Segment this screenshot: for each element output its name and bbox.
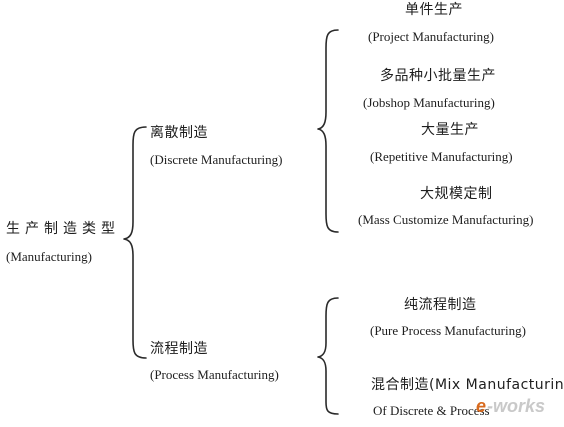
pure-process-label-zh: 纯流程制造 <box>404 297 477 313</box>
root-label-zh: 生产制造类型 <box>6 221 120 237</box>
discrete-label-zh: 离散制造 <box>150 125 208 141</box>
root-brace <box>123 126 147 359</box>
discrete-brace <box>317 29 339 233</box>
process-label-en: (Process Manufacturing) <box>150 367 279 382</box>
watermark-works: -works <box>487 396 545 416</box>
watermark-e: e <box>476 396 486 416</box>
process-label-zh: 流程制造 <box>150 341 208 357</box>
mix-label-line2: Of Discrete & Process <box>373 403 490 418</box>
eworks-watermark: e-works <box>476 396 545 416</box>
mass-customize-label-en: (Mass Customize Manufacturing) <box>358 212 534 227</box>
project-label-en: (Project Manufacturing) <box>368 29 494 44</box>
discrete-label-en: (Discrete Manufacturing) <box>150 152 283 167</box>
watermark-text: e-works <box>476 396 545 416</box>
process-brace <box>317 297 339 415</box>
jobshop-label-en: (Jobshop Manufacturing) <box>363 95 495 110</box>
repetitive-label-en: (Repetitive Manufacturing) <box>370 149 513 164</box>
mix-label-line1: 混合制造(Mix Manufacturing <box>371 377 564 393</box>
mass-customize-label-zh: 大规模定制 <box>420 186 493 202</box>
repetitive-label-zh: 大量生产 <box>421 122 479 138</box>
jobshop-label-zh: 多品种小批量生产 <box>380 68 496 84</box>
root-label-en: (Manufacturing) <box>6 249 92 264</box>
project-label-zh: 单件生产 <box>405 2 463 18</box>
pure-process-label-en: (Pure Process Manufacturing) <box>370 323 526 338</box>
